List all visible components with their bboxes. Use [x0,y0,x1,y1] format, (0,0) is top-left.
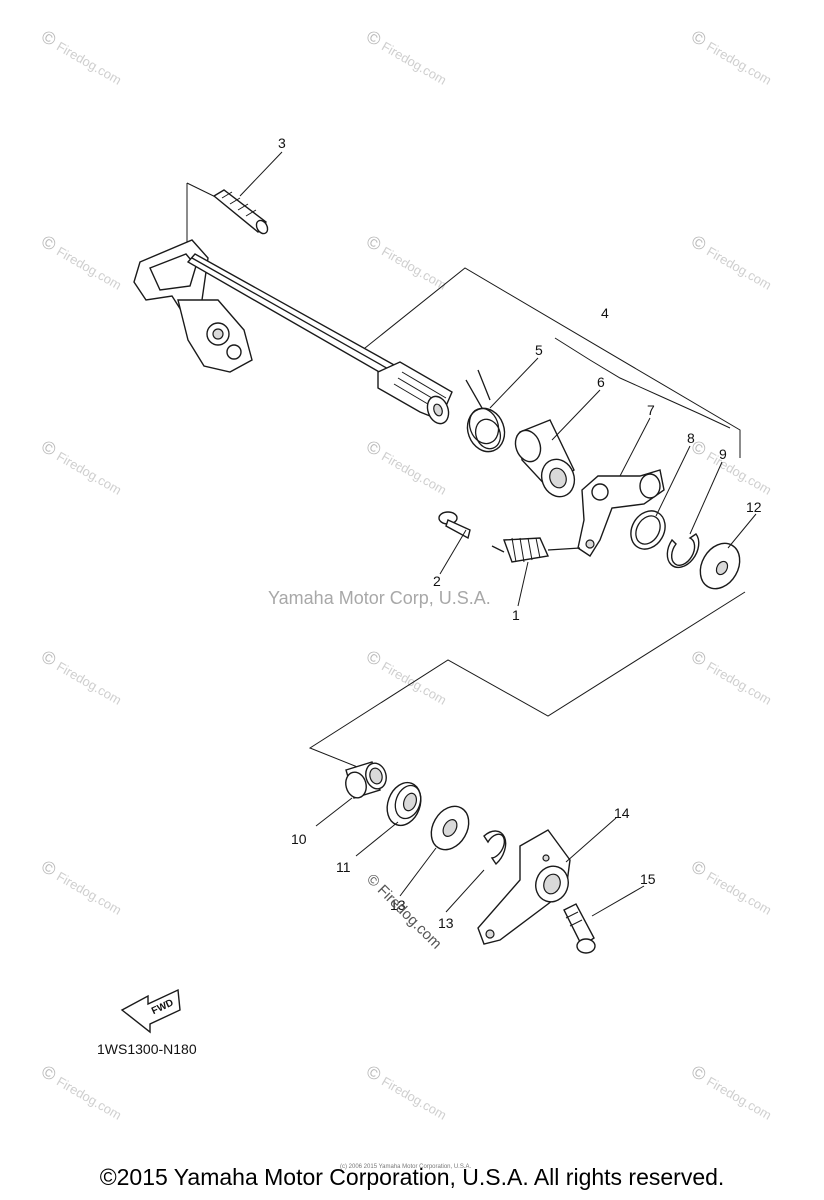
callout-14: 14 [614,805,630,821]
diagram-code: 1WS1300-N180 [97,1041,197,1057]
watermark-grid: ©Firedog.com ©Firedog.com ©Firedog.com ©… [38,26,774,1123]
callout-1: 1 [512,607,520,623]
watermark: Firedog.com [379,1074,449,1123]
callout-8: 8 [687,430,695,446]
watermark: Firedog.com [704,39,774,88]
watermark: Firedog.com [379,449,449,498]
watermark: Firedog.com [704,244,774,293]
watermark: Firedog.com [54,1074,124,1123]
shift-shaft-assembly [133,239,453,425]
callout-7: 7 [647,402,655,418]
callout-10: 10 [291,831,307,847]
part-1-spring [491,537,581,563]
watermark: Firedog.com [54,244,124,293]
watermark: Firedog.com [704,449,774,498]
part-9-circlip [666,533,700,569]
callout-15: 15 [640,871,656,887]
callout-6: 6 [597,374,605,390]
watermark: Firedog.com [704,659,774,708]
part-5-torsion-spring [465,369,506,453]
callout-4: 4 [601,305,609,321]
copyright-notice: ©2015 Yamaha Motor Corporation, U.S.A. A… [99,1164,725,1190]
watermark-center: Yamaha Motor Corp, U.S.A. [268,588,491,608]
watermark: Firedog.com [379,39,449,88]
part-6-collar [514,419,576,498]
part-10-bearing [345,761,387,799]
part-12-washer [699,542,741,590]
fwd-arrow-icon: FWD [120,988,181,1034]
callout-leaders [239,151,757,917]
watermark: Firedog.com [54,869,124,918]
part-2-bolt [438,511,471,540]
part-13-circlip [483,830,507,866]
part-11-oil-seal [386,781,422,827]
watermark: Firedog.com [54,39,124,88]
watermark: Firedog.com [54,449,124,498]
callout-13a: 13 [390,897,406,913]
part-3-stud-bolt [212,189,269,235]
part-14-shift-arm [477,829,571,945]
svg-text:© Firedog.com: © Firedog.com [363,871,445,953]
callout-13b: 13 [438,915,454,931]
watermark-mid: © Firedog.com [363,871,445,953]
callout-5: 5 [535,342,543,358]
part-13-washer [430,805,470,851]
callout-2: 2 [433,573,441,589]
watermark: Firedog.com [704,869,774,918]
callout-12: 12 [746,499,762,515]
part-8-washer [630,510,666,550]
callout-11: 11 [336,859,351,875]
callouts: 3 4 5 6 7 8 9 12 2 1 10 11 13 13 14 15 [278,135,762,931]
callout-3: 3 [278,135,286,151]
watermark: Firedog.com [704,1074,774,1123]
callout-9: 9 [719,446,727,462]
watermark: Firedog.com [379,244,449,293]
part-7-lever [577,469,665,557]
part-15-bolt [563,903,596,954]
watermark: Firedog.com [54,659,124,708]
watermark-tiny: (c) 2006 2015 Yamaha Motor Corporation, … [340,1164,472,1170]
